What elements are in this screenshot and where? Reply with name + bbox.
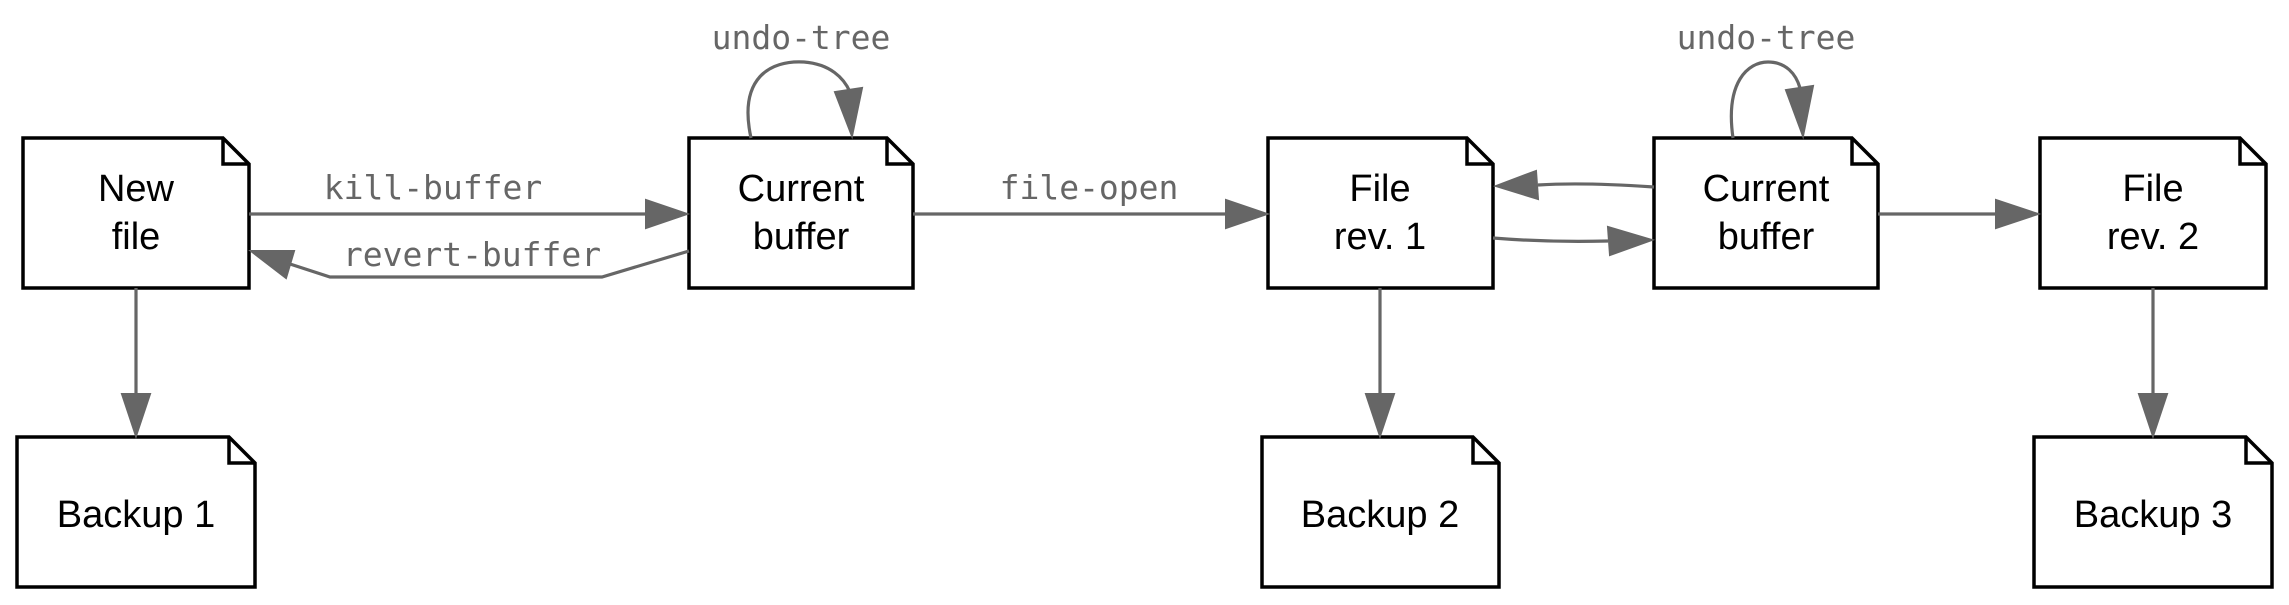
node-current-buffer-2: Current buffer (1652, 136, 1880, 290)
arrow-right-icon (1606, 225, 1656, 257)
node-backup-3-label: Backup 3 (2074, 494, 2232, 536)
document-fold-icon (2238, 138, 2266, 166)
node-file-rev-2-line2: rev. 2 (2107, 216, 2199, 258)
document-icon (2032, 435, 2274, 589)
document-icon (1652, 136, 1880, 290)
edge-undo-tree-2: undo-tree (1677, 18, 1856, 140)
edge-rev1-to-backup2 (1364, 288, 1396, 440)
edge-rev1-to-buffer2 (1492, 225, 1656, 257)
edge-file-open: file-open (913, 168, 1271, 230)
node-current-buffer-1: Current buffer (687, 136, 915, 290)
arrow-left-icon (1492, 169, 1540, 201)
arrow-left-icon (248, 250, 296, 280)
edge-buffer2-to-rev1 (1492, 169, 1655, 201)
arrow-down-icon (2137, 393, 2169, 440)
document-fold-icon (1471, 437, 1499, 465)
edge-revert-buffer-label: revert-buffer (343, 235, 601, 274)
document-icon (15, 435, 257, 589)
node-current-buffer-2-line1: Current (1703, 168, 1830, 210)
document-fold-icon (1465, 138, 1493, 166)
arrow-down-icon (833, 86, 864, 140)
document-icon (2038, 136, 2268, 290)
edge-buffer2-to-rev2 (1878, 198, 2042, 230)
node-file-rev-2-line1: File (2122, 168, 2183, 210)
edge-kill-buffer: kill-buffer (249, 168, 691, 230)
document-fold-icon (221, 138, 249, 166)
arrow-right-icon (645, 198, 691, 230)
node-new-file-line1: New (98, 168, 175, 210)
node-backup-2: Backup 2 (1260, 435, 1501, 589)
edge-file-open-label: file-open (1000, 168, 1179, 207)
edge-undo-tree-1: undo-tree (712, 18, 891, 140)
node-backup-2-label: Backup 2 (1301, 494, 1459, 536)
node-file-rev-1-line1: File (1349, 168, 1410, 210)
document-icon (1266, 136, 1495, 290)
edge-rev2-to-backup3 (2137, 288, 2169, 440)
document-icon (21, 136, 251, 290)
document-fold-icon (2244, 437, 2272, 465)
document-fold-icon (227, 437, 255, 465)
arrow-down-icon (120, 393, 152, 440)
document-icon (1260, 435, 1501, 589)
node-current-buffer-2-line2: buffer (1718, 216, 1815, 258)
arrow-down-icon (1784, 84, 1815, 140)
arrow-down-icon (1364, 393, 1396, 440)
node-new-file: New file (21, 136, 251, 290)
node-new-file-line2: file (112, 216, 161, 258)
edge-newfile-to-backup1 (120, 288, 152, 440)
document-icon (687, 136, 915, 290)
node-current-buffer-1-line2: buffer (753, 216, 850, 258)
edge-undo-tree-1-label: undo-tree (712, 18, 891, 57)
edge-revert-buffer: revert-buffer (248, 235, 690, 280)
edge-kill-buffer-label: kill-buffer (324, 168, 543, 207)
node-file-rev-1-line2: rev. 1 (1334, 216, 1426, 258)
node-backup-1: Backup 1 (15, 435, 257, 589)
node-backup-1-label: Backup 1 (57, 494, 215, 536)
node-file-rev-2: File rev. 2 (2038, 136, 2268, 290)
node-current-buffer-1-line1: Current (738, 168, 865, 210)
node-file-rev-1: File rev. 1 (1266, 136, 1495, 290)
arrow-right-icon (1995, 198, 2042, 230)
node-backup-3: Backup 3 (2032, 435, 2274, 589)
document-fold-icon (1850, 138, 1878, 166)
edge-undo-tree-2-label: undo-tree (1677, 18, 1856, 57)
arrow-right-icon (1225, 198, 1271, 230)
document-fold-icon (885, 138, 913, 166)
